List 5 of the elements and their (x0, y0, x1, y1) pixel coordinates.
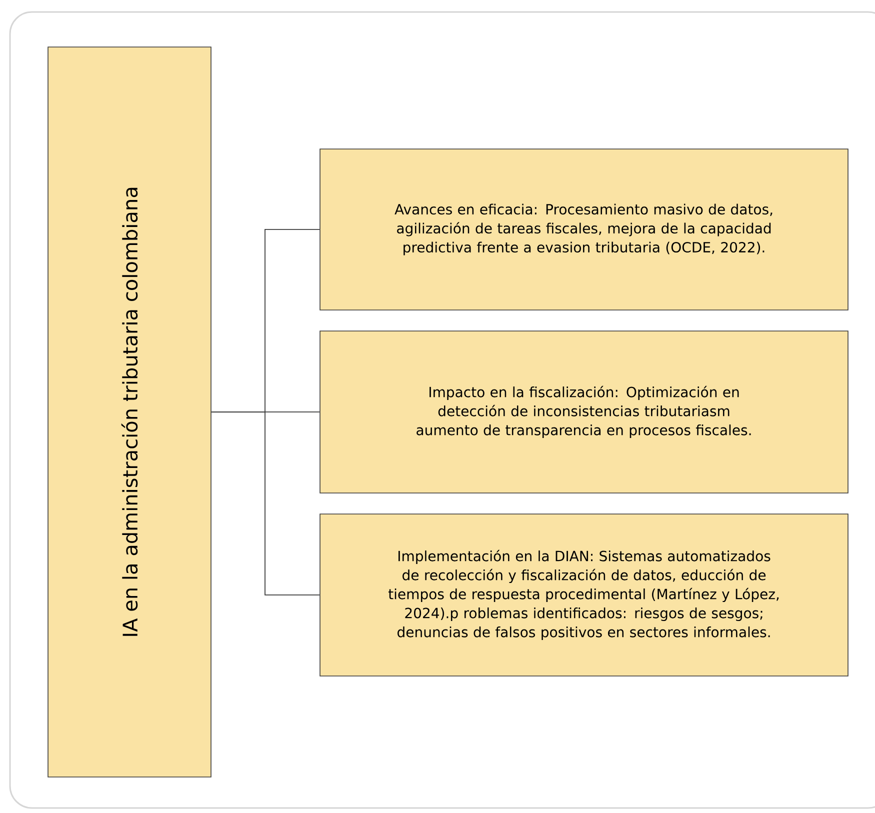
connector-line (210, 412, 320, 596)
text-box: Avances en eficacia: Procesamiento masivo de datos, agilización de tareas fiscales, mejora de la capacidad predictiva frente a evasion tributaria (OCDE, 2022). (320, 148, 848, 310)
title-box: IA en la administración tributaria colombiana (48, 46, 212, 778)
text-box: Implementación en la DIAN: Sistemas automatizados de recolección y fiscalización de datos, educción de tiempos de respuesta procedimental (Martínez y López, 2024).p roblemas identificados: riesgos de sesgos; denuncias de falsos positivos en sectores informales. (320, 514, 848, 676)
text-box: Impacto en la fiscalización: Optimización en detección de inconsistencias tributariasm aumento de transparencia en procesos fiscales. (320, 330, 848, 494)
